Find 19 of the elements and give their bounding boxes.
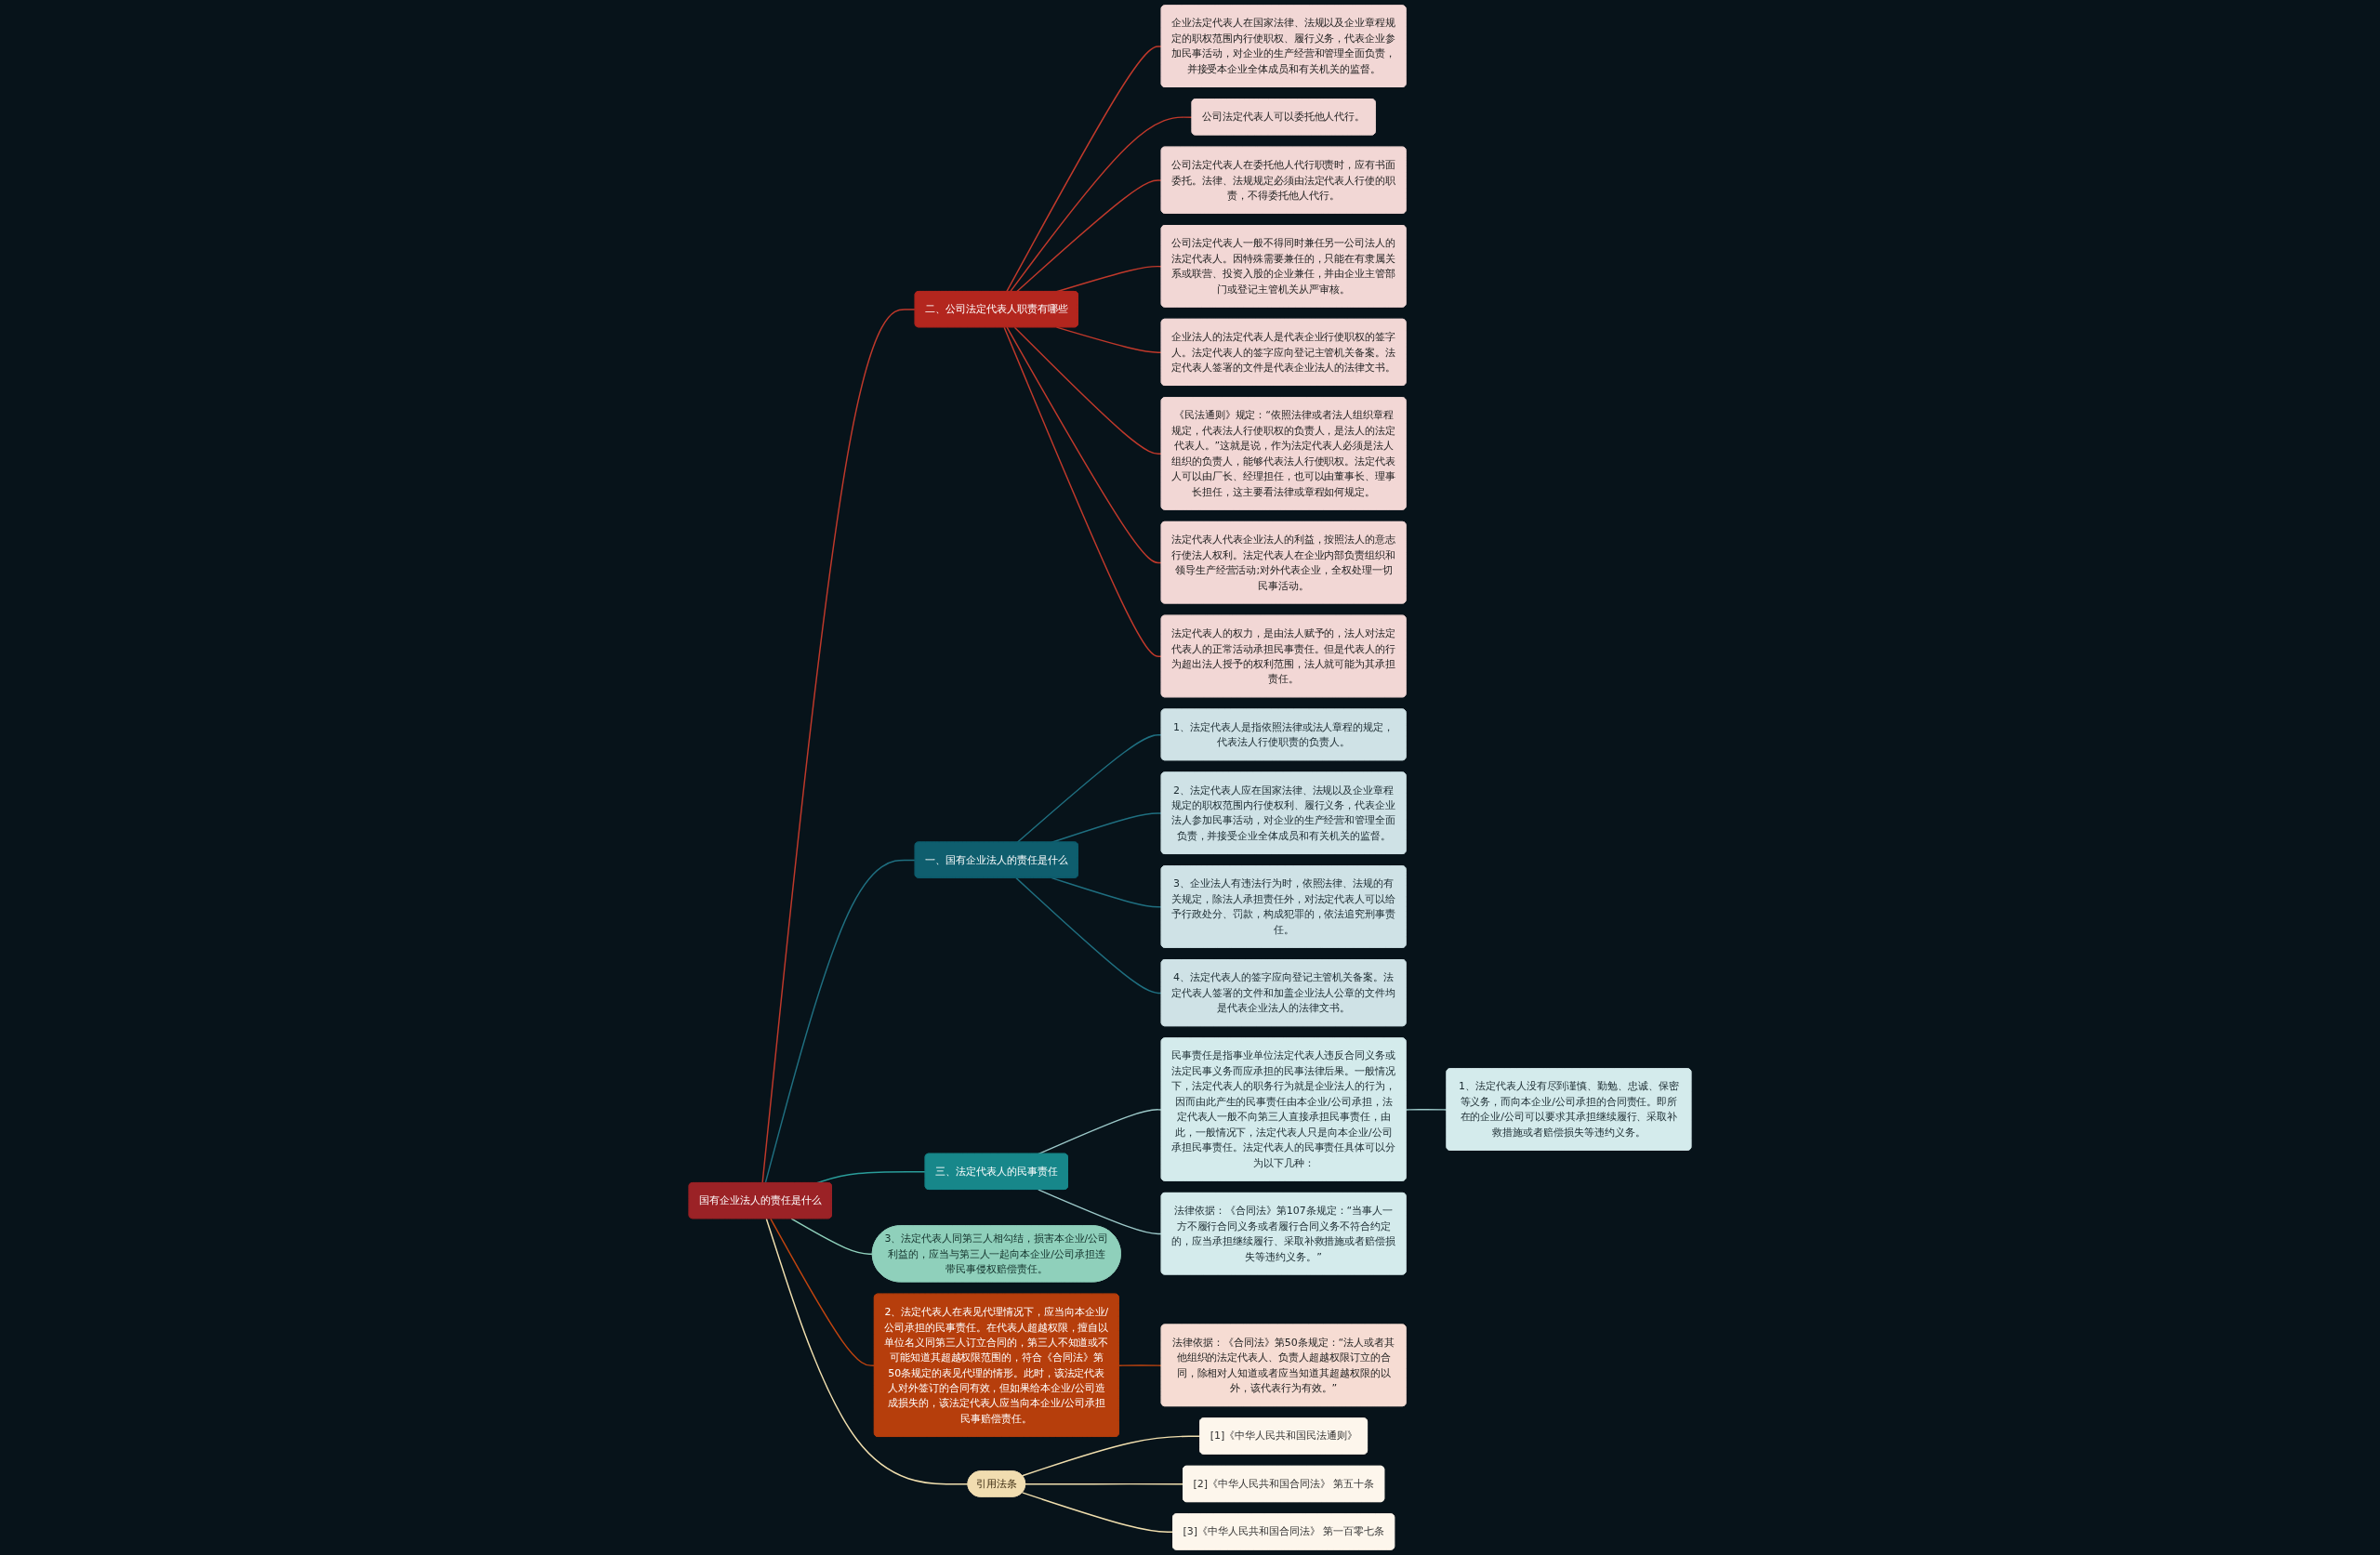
connector <box>761 309 917 1184</box>
connector <box>1055 326 1163 354</box>
connector <box>1038 1189 1163 1235</box>
connector <box>1021 1492 1174 1534</box>
connector <box>1038 1109 1163 1155</box>
connector <box>765 1218 970 1485</box>
connector <box>1009 116 1194 293</box>
connector <box>770 1218 876 1366</box>
connector <box>1025 1483 1184 1485</box>
connector <box>1021 1435 1201 1477</box>
connector <box>1117 1364 1163 1366</box>
connector <box>1003 326 1163 658</box>
connector <box>790 1218 874 1255</box>
connector <box>1013 326 1163 455</box>
connector <box>764 859 917 1184</box>
connector <box>1015 876 1163 995</box>
connector <box>1006 326 1163 564</box>
connector <box>1006 46 1163 293</box>
connector <box>1015 179 1163 293</box>
